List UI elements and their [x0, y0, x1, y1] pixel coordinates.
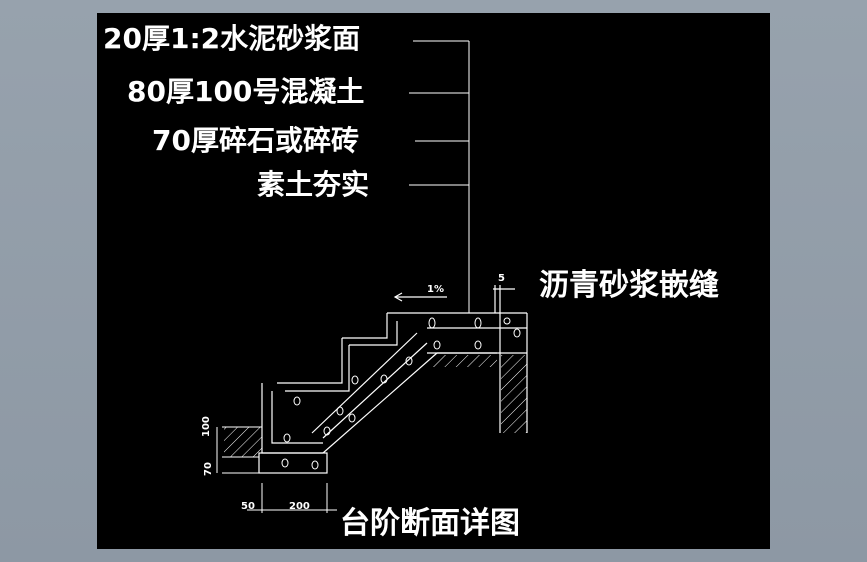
layer-label-compacted-soil: 素土夯实	[257, 168, 370, 201]
drawing-title: 台阶断面详图	[340, 506, 520, 541]
layer-label-gravel: 70厚碎石或碎砖	[152, 124, 359, 157]
dim-base-200: 200	[289, 501, 310, 512]
layer-label-mortar-surface: 20厚1:2水泥砂浆面	[103, 22, 361, 55]
stair-section-drawing	[216, 40, 528, 513]
dim-joint-width: 5	[498, 273, 505, 284]
slope-label: 1%	[427, 284, 444, 295]
joint-label: 沥青砂浆嵌缝	[539, 268, 719, 303]
layer-label-concrete: 80厚100号混凝土	[127, 75, 365, 108]
cad-drawing-canvas: 20厚1:2水泥砂浆面 80厚100号混凝土 70厚碎石或碎砖 素土夯实 沥青砂…	[97, 13, 770, 549]
concrete-aggregate	[281, 317, 521, 470]
dim-offset-50: 50	[241, 501, 255, 512]
stair-outline	[258, 285, 528, 474]
ground-hatch	[224, 355, 527, 457]
leader-lines	[409, 40, 470, 313]
